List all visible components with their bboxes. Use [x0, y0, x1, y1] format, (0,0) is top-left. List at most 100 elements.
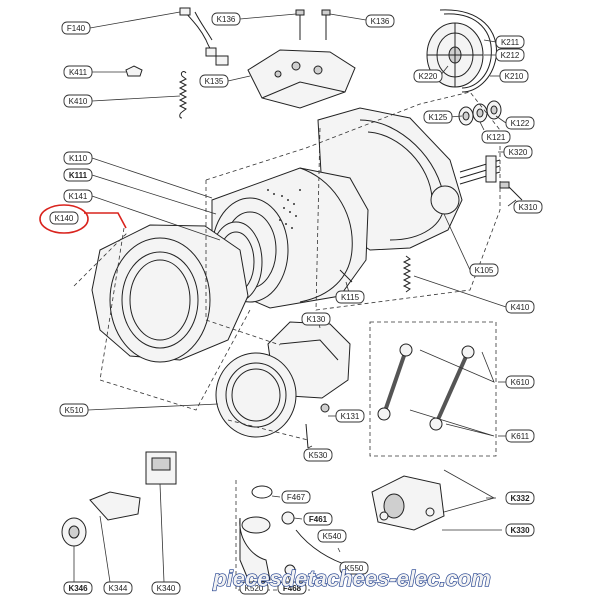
part-label-text: K140 — [55, 214, 74, 223]
part-label-k130: K130 — [301, 312, 331, 326]
part-label-text: K332 — [510, 494, 530, 503]
part-label-k136b: K136 — [365, 14, 395, 28]
part-label-text: K111 — [69, 171, 88, 180]
part-label-box — [335, 409, 365, 423]
part-label-text: K125 — [429, 113, 448, 122]
part-label-box — [513, 200, 543, 214]
pulley-k220 — [426, 22, 484, 88]
sensor-k310 — [499, 181, 523, 201]
wire-harness-f140 — [179, 7, 229, 66]
tub-cover-k135 — [247, 49, 356, 109]
part-label-box — [49, 211, 79, 225]
dashed-assembly-lines — [73, 91, 501, 591]
part-label-text: K105 — [475, 266, 494, 275]
part-label-text: K122 — [511, 119, 530, 128]
part-label-k346: K346 — [63, 581, 93, 595]
part-label-box — [503, 145, 533, 159]
part-label-box — [505, 523, 535, 537]
part-label-box — [63, 65, 93, 79]
part-label-box — [505, 375, 535, 389]
part-label-text: K510 — [65, 406, 84, 415]
part-label-k411: K411 — [63, 65, 93, 79]
clamp-k530 — [305, 423, 309, 449]
part-label-k140: K140 — [49, 211, 79, 225]
part-label-text: K115 — [341, 293, 360, 302]
front-tub-k140 — [91, 224, 249, 363]
part-label-k115: K115 — [335, 290, 365, 304]
part-label-text: K121 — [487, 133, 506, 142]
part-label-text: F468 — [283, 584, 302, 593]
part-label-text: K550 — [345, 564, 364, 573]
part-label-k540: K540 — [317, 529, 347, 543]
door-gasket-k510 — [215, 352, 297, 438]
part-label-k410a: K410 — [63, 94, 93, 108]
part-label-box — [505, 116, 535, 130]
part-label-box — [301, 312, 331, 326]
part-label-k141: K141 — [63, 189, 93, 203]
part-label-text: K346 — [68, 584, 88, 593]
part-label-k125: K125 — [423, 110, 453, 124]
part-label-box — [63, 581, 93, 595]
part-label-f461: F461 — [303, 512, 333, 526]
part-label-box — [365, 14, 395, 28]
part-label-text: K210 — [505, 72, 524, 81]
part-label-text: K211 — [501, 38, 520, 47]
part-label-k320: K320 — [503, 145, 533, 159]
spring-k410-top — [178, 71, 188, 119]
part-label-text: F140 — [67, 24, 86, 33]
part-label-text: K220 — [419, 72, 438, 81]
part-label-box — [499, 69, 529, 83]
part-label-text: K135 — [205, 77, 224, 86]
part-label-k105: K105 — [469, 263, 499, 277]
part-label-text: K530 — [309, 451, 328, 460]
screw-k136-b — [321, 9, 331, 40]
part-label-box — [61, 21, 91, 35]
part-label-box — [335, 290, 365, 304]
clamp-f461 — [281, 511, 295, 525]
part-label-text: K131 — [341, 412, 360, 421]
damper-k611 — [429, 345, 475, 431]
spring-k410-bottom — [402, 255, 412, 293]
part-label-box — [339, 561, 369, 575]
part-label-k111: K111 — [63, 168, 93, 182]
part-label-text: K344 — [109, 584, 128, 593]
pump-k330 — [371, 475, 445, 531]
part-label-k135: K135 — [199, 74, 229, 88]
part-label-box — [505, 300, 535, 314]
part-label-box — [481, 130, 511, 144]
part-label-box — [277, 581, 307, 595]
part-label-text: K340 — [157, 584, 176, 593]
part-label-text: K212 — [501, 51, 520, 60]
clip-k411 — [125, 65, 143, 77]
part-label-text: K310 — [519, 203, 538, 212]
sump-hose-k520 — [239, 516, 271, 585]
part-label-k520: K520 — [239, 581, 269, 595]
part-label-k610: K610 — [505, 375, 535, 389]
part-label-k212: K212 — [495, 48, 525, 62]
part-label-k220: K220 — [413, 69, 443, 83]
part-label-text: K610 — [511, 378, 530, 387]
part-label-box — [103, 581, 133, 595]
part-label-text: K520 — [245, 584, 264, 593]
part-label-box — [317, 529, 347, 543]
part-label-box — [151, 581, 181, 595]
clamp-f467 — [251, 485, 273, 499]
part-label-box — [63, 168, 93, 182]
part-label-box — [59, 403, 89, 417]
part-label-box — [239, 581, 269, 595]
part-label-k410b: K410 — [505, 300, 535, 314]
part-label-box — [281, 490, 311, 504]
part-label-text: F467 — [287, 493, 306, 502]
part-label-text: F461 — [309, 515, 328, 524]
part-label-k121: K121 — [481, 130, 511, 144]
heater-k320 — [459, 155, 501, 185]
part-label-box — [495, 48, 525, 62]
part-label-k110: K110 — [63, 151, 93, 165]
part-label-f140: F140 — [61, 21, 91, 35]
screw-k131 — [320, 403, 330, 413]
part-label-box — [495, 35, 525, 49]
part-label-box — [303, 448, 333, 462]
part-label-text: K411 — [69, 68, 88, 77]
